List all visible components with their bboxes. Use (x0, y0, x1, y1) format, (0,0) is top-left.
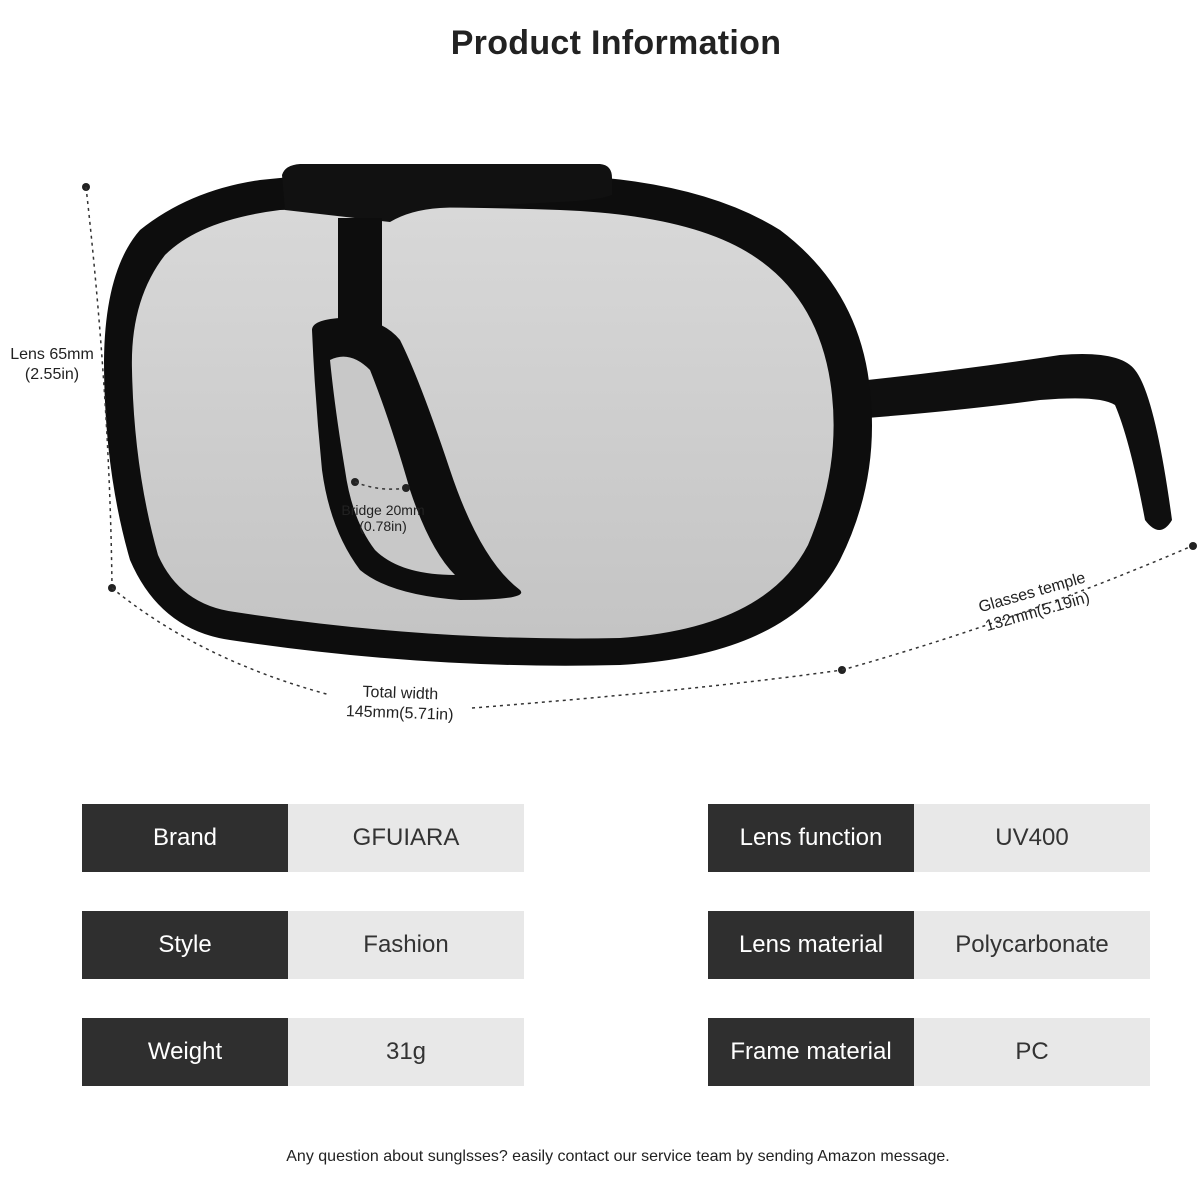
spec-key: Lens material (708, 911, 914, 979)
spec-row-frame-material: Frame material PC (708, 1018, 1150, 1086)
spec-value: Fashion (288, 911, 524, 979)
spec-value: GFUIARA (288, 804, 524, 872)
spec-row-lens-function: Lens function UV400 (708, 804, 1150, 872)
temple-dim-line (841, 545, 1193, 671)
total-width-dim-line-right (471, 669, 843, 709)
bridge-dimension-mm: Bridge 20mm (341, 502, 425, 518)
lens-dimension-in: (2.55in) (24, 366, 80, 383)
lens-dimension-mm: Lens 65mm (10, 346, 94, 363)
total-width-dim-line-left (111, 587, 331, 696)
total-width-label: Total width 145mm(5.71in) (329, 682, 470, 727)
spec-key: Lens function (708, 804, 914, 872)
spec-row-weight: Weight 31g (82, 1018, 524, 1086)
page-title: Product Information (450, 24, 782, 62)
spec-value: PC (914, 1018, 1150, 1086)
spec-value: UV400 (914, 804, 1150, 872)
spec-key: Style (82, 911, 288, 979)
spec-row-brand: Brand GFUIARA (82, 804, 524, 872)
lens-dimension-label: Lens 65mm (2.55in) (0, 345, 104, 385)
spec-value: 31g (288, 1018, 524, 1086)
spec-key: Brand (82, 804, 288, 872)
spec-value: Polycarbonate (914, 911, 1150, 979)
lens-shield (131, 207, 834, 639)
footer-note: Any question about sunglsses? easily con… (286, 1148, 950, 1165)
near-temple-arm (820, 354, 1172, 530)
bridge-dimension-in: (0.78in) (359, 518, 407, 534)
spec-key: Frame material (708, 1018, 914, 1086)
top-brow-bar (282, 164, 612, 222)
spec-row-style: Style Fashion (82, 911, 524, 979)
spec-row-lens-material: Lens material Polycarbonate (708, 911, 1150, 979)
spec-key: Weight (82, 1018, 288, 1086)
temple-dot-right (1189, 542, 1197, 550)
bridge-post (338, 218, 382, 328)
nose-pad-inner (330, 356, 455, 575)
bridge-dimension-label: Bridge 20mm (0.78in) (332, 502, 434, 534)
lens-dim-line (85, 186, 113, 589)
bridge-dot-right (402, 484, 410, 492)
